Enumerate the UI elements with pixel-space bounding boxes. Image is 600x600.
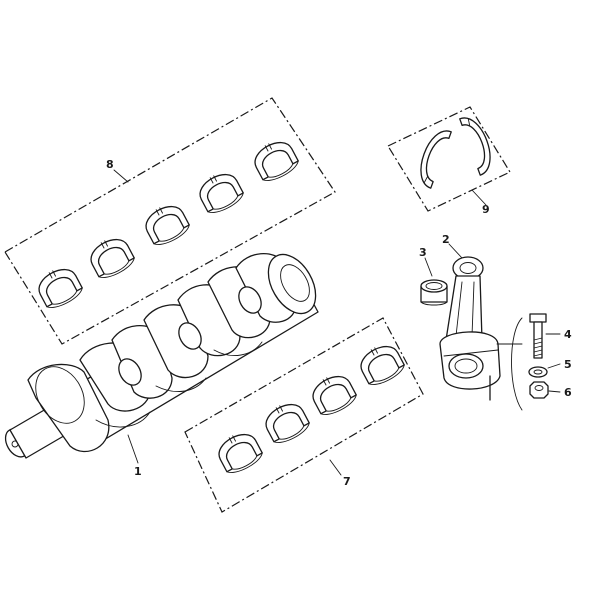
crankshaft — [4, 253, 319, 459]
callout-5: 5 — [564, 358, 572, 371]
thrust-washer-set-box — [387, 106, 511, 212]
bolt-nut — [529, 381, 549, 399]
big-end-bolt — [529, 313, 547, 359]
fastener-group-bracket — [511, 317, 523, 411]
main-bearing-set-box — [4, 97, 336, 345]
leader-line-9 — [471, 189, 487, 206]
callout-3: 3 — [419, 246, 427, 259]
callout-4: 4 — [564, 328, 572, 341]
leader-line-5 — [547, 363, 561, 369]
callout-8: 8 — [106, 158, 114, 171]
callout-6: 6 — [564, 386, 572, 399]
leader-line-8 — [113, 169, 129, 183]
leader-line-6 — [548, 390, 561, 393]
small-end-bush — [420, 279, 448, 306]
leader-line-2 — [448, 243, 463, 259]
callout-7: 7 — [343, 475, 351, 488]
leader-line-1 — [127, 434, 139, 464]
leader-line-7 — [329, 459, 342, 476]
callout-2: 2 — [442, 233, 450, 246]
callout-1: 1 — [134, 465, 142, 478]
rod-bearing-set-box — [184, 317, 424, 513]
bolt-washer — [528, 366, 548, 378]
callout-9: 9 — [482, 203, 490, 216]
connecting-rod — [439, 256, 501, 401]
leader-line-3 — [424, 257, 433, 277]
